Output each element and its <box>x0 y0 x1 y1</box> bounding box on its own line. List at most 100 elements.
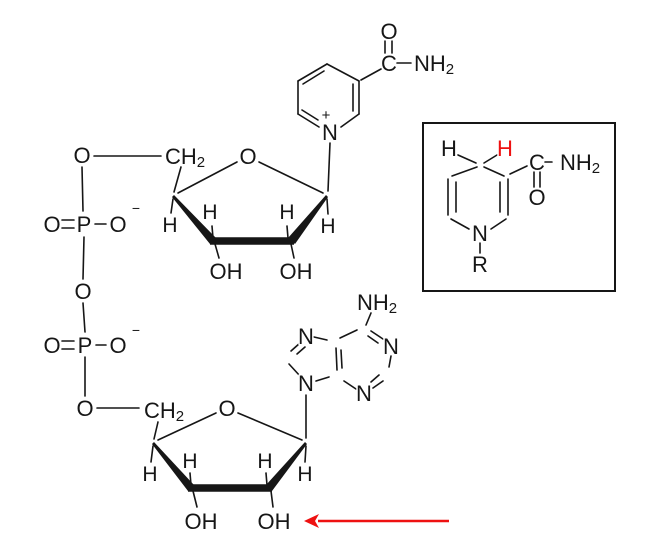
atom-label-amide-top-C: C <box>381 51 397 76</box>
atom-label-ribose2-OH-right: OH <box>258 509 291 534</box>
bond <box>296 346 306 355</box>
bond <box>327 142 331 192</box>
atom-label-ribose2-OH-left: OH <box>185 509 218 534</box>
atom-label-ribose1-H-c3: H <box>202 201 217 224</box>
atom-label-inset-H-red: H <box>497 136 513 161</box>
atom-label-phos2-P: P <box>78 333 93 358</box>
bond <box>343 380 357 390</box>
atom-label-phos2-O-bottom: O <box>76 396 93 421</box>
bond <box>258 161 324 194</box>
bond <box>170 198 174 214</box>
atom-label-ribose2-H-c3: H <box>182 450 197 473</box>
atom-label-amide-top-NH2: NH2 <box>414 51 454 78</box>
bond <box>509 165 528 175</box>
bond <box>370 330 384 340</box>
atom-label-phos2-O-double: O <box>43 333 60 358</box>
atom-label-adenine-N1: N <box>383 334 399 359</box>
bond <box>340 113 360 128</box>
bond <box>290 243 295 259</box>
bond <box>286 225 289 239</box>
bond <box>81 166 84 212</box>
atom-label-phos1-minus-sign: − <box>132 200 140 216</box>
bond <box>326 198 329 215</box>
bond <box>237 412 303 441</box>
bond <box>457 154 477 164</box>
atom-label-bridge-O: O <box>74 279 91 304</box>
bond <box>297 113 320 128</box>
atom-label-phos1-P: P <box>77 212 92 237</box>
atom-label-adenine-N7: N <box>298 324 314 349</box>
bond <box>265 472 268 486</box>
atom-label-ribose1-OH-left: OH <box>210 259 243 284</box>
bond <box>340 349 343 369</box>
atom-label-inset-ring-N: N <box>472 221 488 246</box>
bond <box>388 355 392 368</box>
atom-label-adenine-NH2: NH2 <box>357 290 397 317</box>
bond <box>270 490 274 508</box>
bond <box>214 243 220 259</box>
bond <box>192 490 198 508</box>
atom-label-ribose1-OH-right: OH <box>280 259 313 284</box>
atom-label-phos1-O-double: O <box>43 212 60 237</box>
bond <box>290 342 301 352</box>
atom-label-ribose1-H-left: H <box>162 214 177 237</box>
atom-label-adenine-N3: N <box>356 381 372 406</box>
bond <box>82 302 86 333</box>
bond <box>313 336 328 341</box>
bond <box>339 329 358 339</box>
bond <box>326 63 360 82</box>
atom-label-pyridinium-plus: + <box>322 107 331 124</box>
atom-label-pyridinium-N: N <box>322 120 338 145</box>
bond <box>177 161 238 194</box>
bond <box>483 166 505 177</box>
atom-label-ribose2-H-right: H <box>297 463 312 486</box>
bond <box>365 312 372 326</box>
bond <box>82 236 85 280</box>
atom-label-phos1-O-minus: O <box>109 212 126 237</box>
atom-label-phos1-O-top: O <box>73 143 90 168</box>
bond <box>451 166 478 177</box>
atom-label-ribose2-CH2: CH2 <box>144 398 184 425</box>
atom-label-ribose1-ring-O: O <box>239 144 256 169</box>
atom-label-amide-top-O: O <box>380 19 397 44</box>
bond <box>157 412 217 441</box>
wedge-bond <box>172 195 216 244</box>
bond <box>483 154 498 164</box>
wedge-bond <box>266 442 307 491</box>
red-arrow-head <box>304 514 319 528</box>
bond <box>304 445 307 463</box>
wedge-bond <box>152 442 194 491</box>
bond <box>335 347 338 371</box>
atom-label-ribose2-H-left: H <box>142 463 157 486</box>
bond <box>173 166 182 193</box>
atom-label-inset-amide-C: C <box>529 150 545 175</box>
atom-label-inset-amide-O: O <box>528 185 545 210</box>
bond <box>370 374 380 383</box>
bond <box>301 109 319 121</box>
bond <box>360 68 382 81</box>
bond <box>153 421 159 440</box>
bond <box>490 218 507 230</box>
bond <box>315 376 330 382</box>
wedge-bond <box>288 195 328 244</box>
atom-label-ribose1-H-right: H <box>320 215 335 238</box>
atom-label-ribose2-H-c2: H <box>257 450 272 473</box>
atom-label-inset-amide-NH2: NH2 <box>560 150 600 177</box>
atom-label-ribose2-ring-O: O <box>218 396 235 421</box>
bond <box>297 63 328 82</box>
bond <box>372 380 384 389</box>
inset-box <box>422 122 616 292</box>
atom-label-inset-H-black: H <box>441 136 457 161</box>
atom-label-adenine-N9: N <box>298 371 314 396</box>
bond <box>288 363 301 377</box>
atom-label-phos2-O-minus: O <box>109 333 126 358</box>
bond <box>150 445 154 463</box>
atom-label-inset-R: R <box>472 252 488 277</box>
atom-label-ribose1-CH2: CH2 <box>165 144 205 171</box>
bond <box>367 335 379 344</box>
bond <box>450 218 470 230</box>
atom-label-phos2-minus-sign: − <box>132 322 140 338</box>
bond <box>302 70 325 85</box>
